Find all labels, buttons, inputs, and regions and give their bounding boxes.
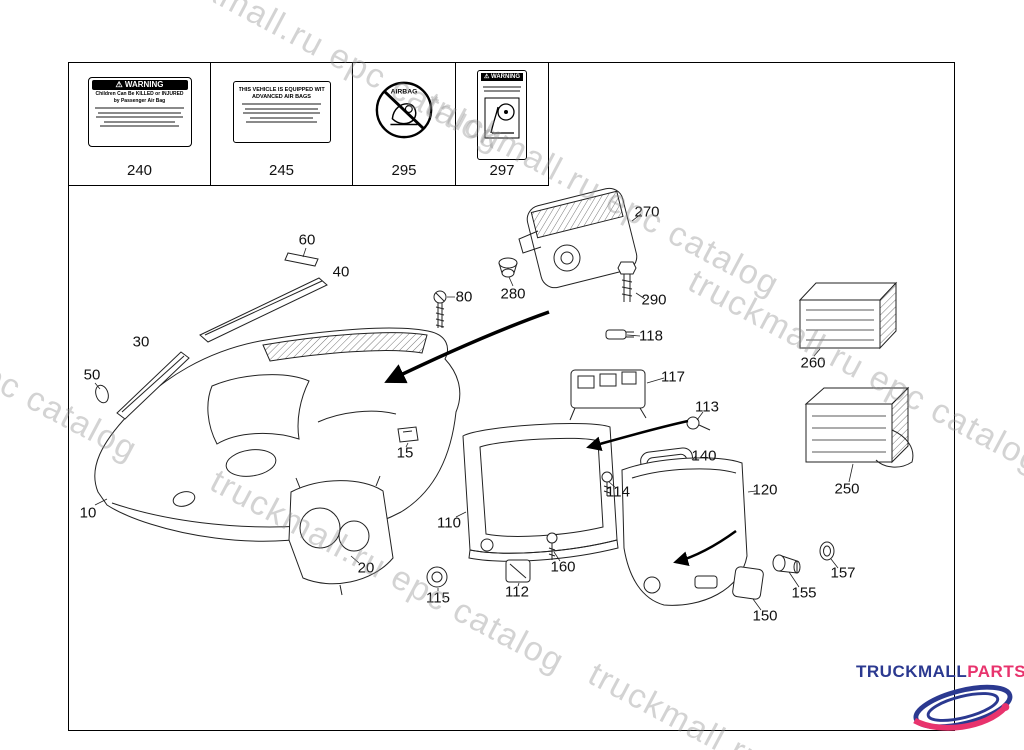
diagram-frame: ⚠ WARNING Children Can Be KILLED or INJU… — [68, 62, 955, 731]
label-cell-295: AIRBAG 295 — [353, 63, 456, 186]
airbag-prohibition-symbol-295: AIRBAG — [375, 81, 433, 139]
label-cell-297: ⚠ WARNING 297 — [456, 63, 549, 186]
logo-text-parts: PARTS — [967, 662, 1024, 681]
part-number-297: 297 — [489, 162, 515, 179]
part-number-295: 295 — [391, 162, 417, 179]
warning-title-line1: Children Can Be KILLED or INJURED — [95, 91, 184, 97]
advanced-airbags-label-245: THIS VEHICLE IS EQUIPPED WITH ADVANCED A… — [232, 81, 331, 143]
warning-title-line2: by Passenger Air Bag — [113, 98, 166, 104]
warning-header: ⚠ WARNING — [91, 80, 188, 90]
truckmall-logo-swirl-icon — [913, 684, 1013, 731]
airbag-symbol-text: AIRBAG — [391, 89, 418, 96]
logo-text-truckmall: TRUCKMALL — [856, 662, 968, 681]
airbag-seat-pictogram — [484, 97, 520, 138]
fine-print-lines — [92, 107, 188, 127]
logo-text: TRUCKMALLPARTS — [856, 662, 1024, 682]
notice-title-line1: THIS VEHICLE IS EQUIPPED WITH — [238, 87, 325, 93]
child-seat-glyph — [391, 103, 417, 125]
warning-labels-table: ⚠ WARNING Children Can Be KILLED or INJU… — [69, 63, 549, 186]
part-number-240: 240 — [126, 162, 153, 179]
warning-header: ⚠ WARNING — [481, 73, 523, 81]
fine-print-lines — [239, 103, 325, 123]
notice-title-line2: ADVANCED AIR BAGS — [252, 94, 311, 100]
airbag-warning-label-240: ⚠ WARNING Children Can Be KILLED or INJU… — [87, 77, 192, 147]
truckmall-logo: TRUCKMALLPARTS — [856, 662, 1024, 741]
prohibition-slash — [383, 90, 425, 130]
airbag-warning-label-297: ⚠ WARNING — [477, 70, 527, 160]
fine-print-lines — [481, 83, 523, 95]
label-cell-245: THIS VEHICLE IS EQUIPPED WITH ADVANCED A… — [211, 63, 353, 186]
part-number-245: 245 — [268, 162, 295, 179]
label-cell-240: ⚠ WARNING Children Can Be KILLED or INJU… — [69, 63, 211, 186]
